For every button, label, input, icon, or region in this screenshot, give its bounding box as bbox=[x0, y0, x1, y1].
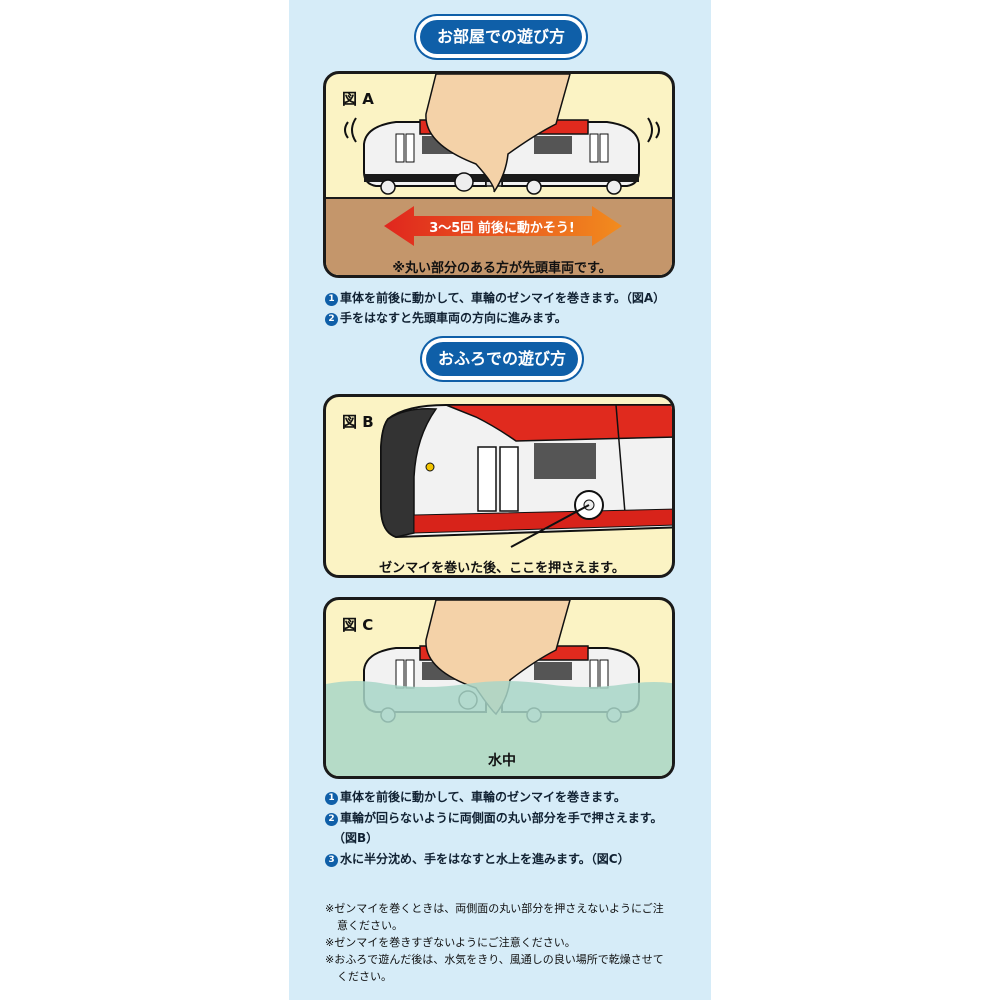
figure-a-label: 図 A bbox=[342, 90, 374, 108]
figure-b-panel: 図 B ゼンマイを巻いた後、ここを押さえます。 bbox=[323, 394, 675, 578]
section-title-bath: おふろでの遊び方 bbox=[426, 342, 578, 376]
footnote-1: ※ゼンマイを巻くときは、両側面の丸い部分を押さえないようにご注 意ください。 bbox=[325, 902, 664, 932]
arrow-text: 3〜5回 前後に動かそう! bbox=[429, 221, 575, 236]
figure-c-illustration bbox=[326, 600, 672, 776]
figure-a-illustration bbox=[326, 74, 672, 275]
figure-a-note: ※丸い部分のある方が先頭車両です。 bbox=[392, 261, 612, 276]
footnote-2: ※ゼンマイを巻きすぎないようにご注意ください。 bbox=[325, 936, 576, 949]
section-title-room: お部屋での遊び方 bbox=[420, 20, 582, 54]
footnote-3: ※おふろで遊んだ後は、水気をきり、風通しの良い場所で乾燥させて ください。 bbox=[325, 953, 664, 983]
figure-b-label: 図 B bbox=[342, 413, 374, 431]
figure-a-panel: 図 A 3〜5回 前後に動かそう! ※丸い部分のある方が先頭車両です。 bbox=[323, 71, 675, 278]
figure-c-panel: 図 C 水中 bbox=[323, 597, 675, 779]
figure-c-label: 図 C bbox=[342, 616, 374, 634]
bath-step-2-ref: （図B） bbox=[333, 831, 379, 845]
figure-b-illustration bbox=[380, 404, 672, 548]
figure-b-caption: ゼンマイを巻いた後、ここを押さえます。 bbox=[379, 561, 625, 576]
water-label: 水中 bbox=[488, 753, 516, 769]
